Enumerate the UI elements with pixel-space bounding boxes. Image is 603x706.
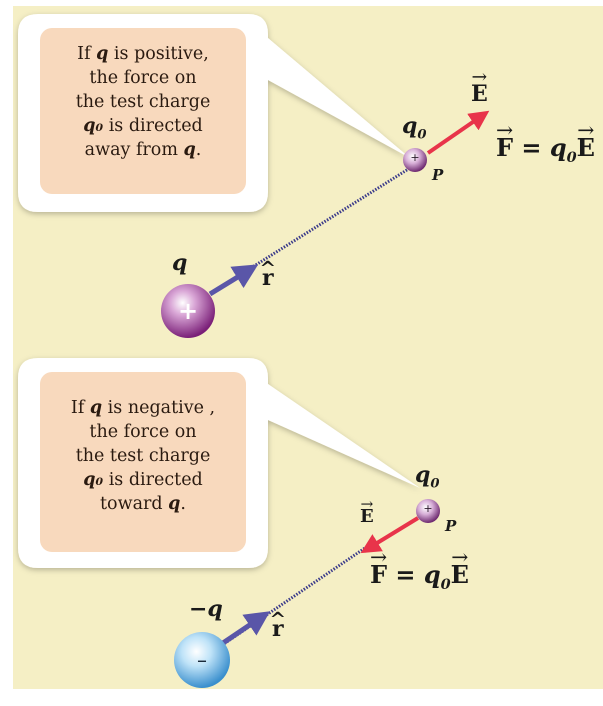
bottom-field-label: E <box>360 506 374 527</box>
top-r-hat-label: r <box>262 265 274 291</box>
bottom-r-hat-label: r <box>272 616 284 642</box>
bottom-test-charge <box>416 499 440 523</box>
top-force-equation: F = q0E <box>496 133 595 166</box>
bottom-test-sign: + <box>423 502 433 515</box>
bottom-source-charge <box>174 632 230 688</box>
top-source-sign: + <box>177 297 199 325</box>
top-source-charge-label: q <box>172 250 188 276</box>
top-test-sign: + <box>410 151 420 164</box>
top-r-hat-arrow <box>208 264 259 297</box>
bottom-source-sign: – <box>197 648 207 672</box>
top-test-charge <box>403 148 427 172</box>
top-source-charge <box>161 284 215 338</box>
bottom-source-charge-label: −q <box>189 596 223 622</box>
top-dotted-line <box>199 166 411 302</box>
top-test-charge-label: q0 <box>402 113 427 143</box>
bottom-r-hat-arrow <box>218 611 271 648</box>
top-field-label: E <box>471 81 488 107</box>
bottom-force-equation: F = q0E <box>370 560 469 593</box>
top-callout-bubble <box>18 14 410 212</box>
top-callout-text: If q is positive, the force on the test … <box>75 44 211 160</box>
bottom-callout-text: If q is negative , the force on the test… <box>70 398 216 514</box>
bottom-callout-bubble <box>18 358 420 568</box>
top-force-arrow <box>426 110 490 155</box>
bottom-point-label: P <box>445 517 457 535</box>
bottom-test-charge-label: q0 <box>415 462 440 492</box>
top-point-label: P <box>432 166 444 184</box>
bottom-callout-fill <box>40 372 246 552</box>
top-callout-fill <box>40 28 246 194</box>
